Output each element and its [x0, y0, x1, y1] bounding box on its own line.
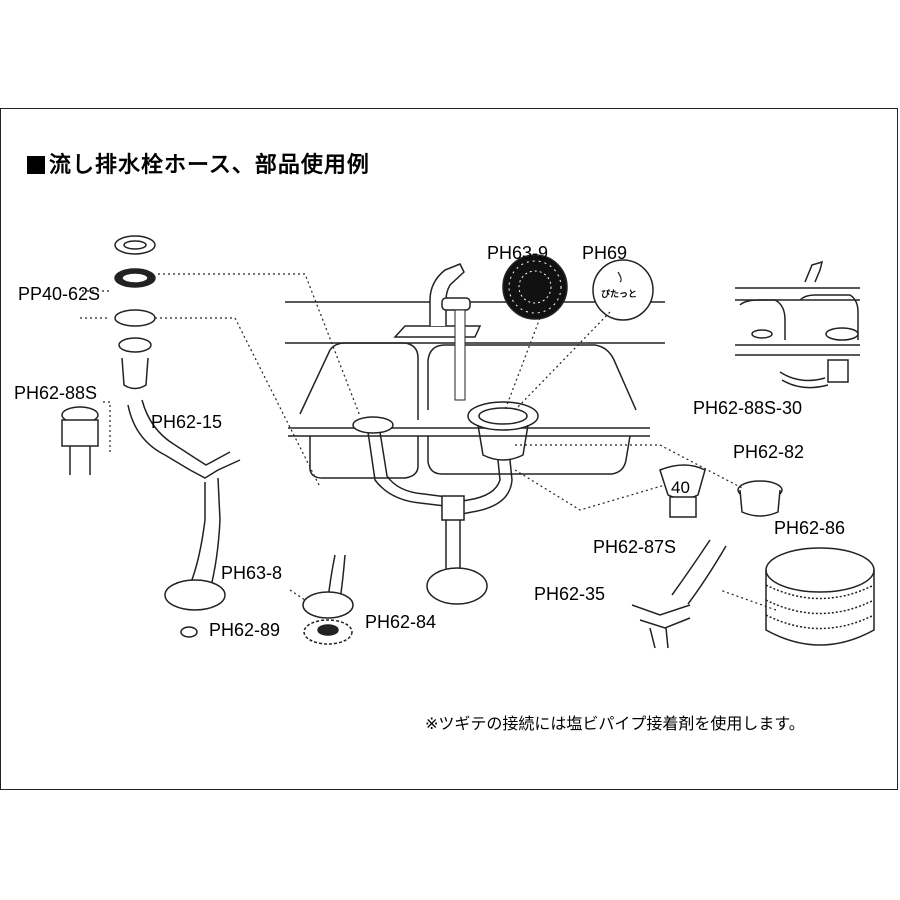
label-ph62-88s: PH62-88S	[14, 383, 98, 403]
label-ph62-84: PH62-84	[365, 612, 437, 632]
footnote: ※ツギテの接続には塩ビパイプ接着剤を使用します。	[425, 716, 805, 733]
sink-strainer	[352, 401, 539, 461]
label-pp40-62s: PP40-62S	[18, 284, 101, 304]
label-ph62-86: PH62-86	[774, 518, 846, 538]
ph62-86-strainer-basket	[765, 547, 875, 646]
label-ph63-8: PH63-8	[221, 563, 283, 583]
leader-lines	[80, 273, 777, 611]
title-square-icon	[27, 156, 45, 174]
ph62-15-hose	[127, 399, 241, 638]
ph69-cap	[592, 259, 654, 321]
label-ph62-82: PH62-82	[733, 442, 805, 462]
ph63-9-drain-cover	[502, 254, 568, 320]
ph62-82-part	[737, 480, 783, 517]
page-title: 流し排水栓ホース、部品使用例	[27, 147, 370, 179]
ph62-88s-part	[61, 406, 99, 475]
ph62-35-fitting	[631, 539, 727, 649]
title-text: 流し排水栓ホース、部品使用例	[49, 152, 370, 177]
ph69-stamp-text: ぴたっと	[601, 289, 638, 299]
label-ph62-15: PH62-15	[151, 412, 223, 432]
sink-basin	[299, 342, 637, 479]
ph62-87s-part	[659, 464, 706, 518]
label-ph62-35: PH62-35	[534, 584, 606, 604]
faucet	[393, 263, 482, 401]
drain-hose	[367, 431, 513, 605]
size-40-marking: 40	[671, 478, 690, 497]
label-ph62-87s: PH62-87S	[593, 537, 677, 557]
pp40-62s-parts	[114, 235, 156, 390]
diagram-frame	[0, 108, 898, 790]
inset-sink	[735, 260, 860, 389]
label-ph63-9: PH63-9	[487, 243, 549, 263]
label-ph62-88s-30: PH62-88S-30	[693, 398, 803, 418]
label-ph69: PH69	[582, 243, 628, 263]
label-ph62-89: PH62-89	[209, 620, 281, 640]
ph63-8-part	[302, 554, 354, 645]
